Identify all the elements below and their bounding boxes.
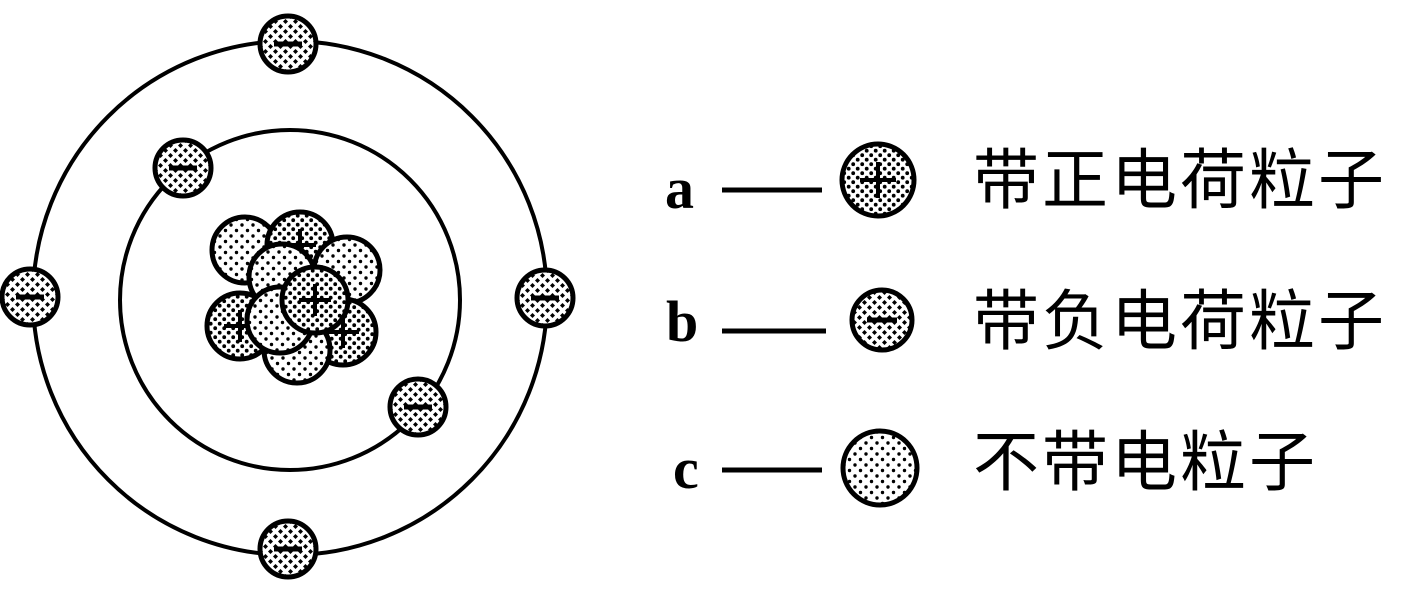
inner-orbit: [118, 128, 462, 472]
legend-b-description: 带负电荷粒子: [973, 283, 1387, 360]
electron-outer-right: [517, 270, 573, 326]
electron-outer-top: [260, 16, 316, 72]
legend-a-symbol: [722, 141, 917, 219]
neutron-icon: [840, 428, 920, 508]
electron-inner-top-left: [155, 140, 211, 196]
legend-c-symbol: [722, 428, 920, 508]
legend-c-description: 不带电粒子: [973, 424, 1318, 501]
proton: [282, 267, 348, 333]
electron-inner-bottom-right: [390, 379, 446, 435]
electron-outer-left: [2, 269, 58, 325]
legend-a-description: 带正电荷粒子: [973, 142, 1387, 219]
electron-outer-bottom: [260, 521, 316, 577]
legend-b-symbol: [722, 287, 915, 353]
legend-a-letter: a: [665, 156, 694, 221]
legend-c-letter: c: [673, 436, 699, 501]
legend-b-letter: b: [666, 289, 699, 354]
nucleus: [207, 212, 380, 383]
